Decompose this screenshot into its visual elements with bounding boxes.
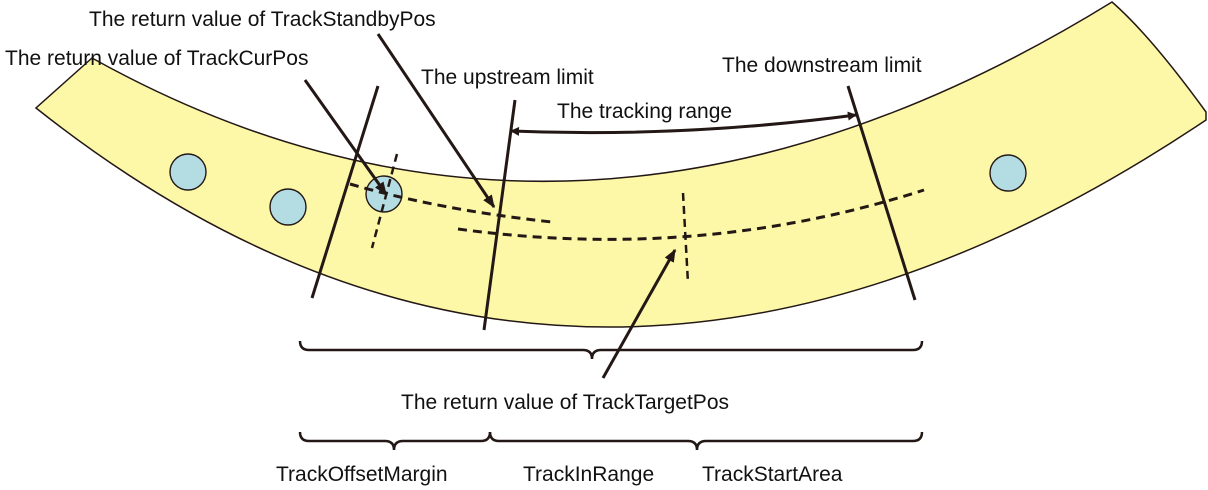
target-pos-pointer-arrow <box>601 248 677 379</box>
upstream-limit-line <box>482 99 517 331</box>
standby-pos-pointer-arrow <box>376 33 496 209</box>
label-upstream-limit: The upstream limit <box>421 66 594 89</box>
tracking-range-arrow <box>510 111 857 136</box>
standby-dashed-path <box>349 182 553 224</box>
cur-pos-cross-mark <box>370 153 399 249</box>
offset-margin-line <box>310 85 380 299</box>
workpiece-circle-2 <box>269 188 307 226</box>
label-downstream-limit: The downstream limit <box>722 54 922 77</box>
label-target-pos: The return value of TrackTargetPos <box>401 391 729 414</box>
target-dashed-path <box>457 188 925 241</box>
label-tracking-range: The tracking range <box>557 100 732 123</box>
workpiece-circle-1 <box>169 153 207 191</box>
cur-pos-pointer-arrow <box>303 79 388 196</box>
label-cur-pos: The return value of TrackCurPos <box>5 47 308 70</box>
in-range-brace <box>488 431 924 451</box>
workpiece-circle-4 <box>989 154 1027 192</box>
label-offset-margin: TrackOffsetMargin <box>276 463 448 486</box>
target-pos-cross-mark <box>681 192 690 284</box>
total-brace <box>298 340 924 360</box>
downstream-limit-line <box>846 85 917 301</box>
label-in-range: TrackInRange <box>523 463 654 486</box>
offset-margin-brace <box>298 431 492 451</box>
label-start-area: TrackStartArea <box>702 463 843 486</box>
label-standby-pos: The return value of TrackStandbyPos <box>89 8 436 31</box>
